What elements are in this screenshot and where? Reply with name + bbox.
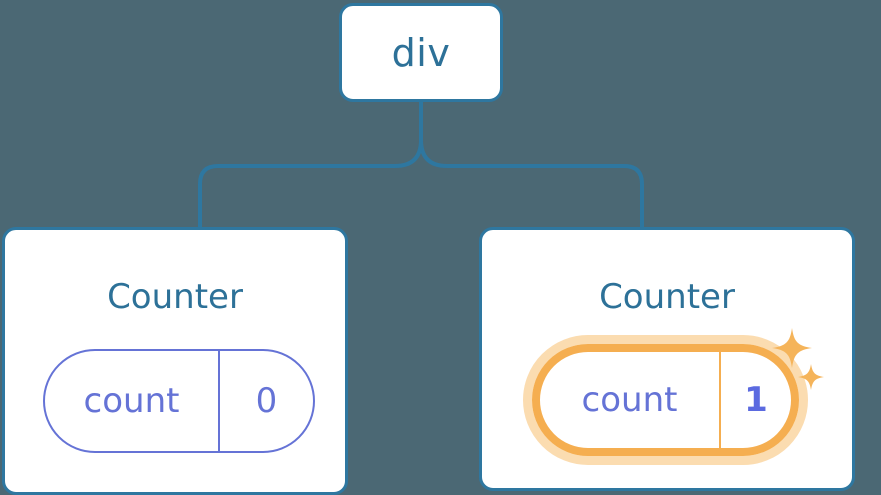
node-counter-left[interactable]: Counter count 0 [2, 227, 348, 495]
state-pill-count-right[interactable]: count 1 [523, 335, 808, 465]
node-counter-right[interactable]: Counter count 1 [479, 227, 855, 491]
node-div-label: div [391, 30, 451, 75]
state-value-label: 0 [255, 381, 278, 421]
highlight-glow [523, 335, 808, 465]
counter-right-title: Counter [599, 277, 735, 317]
node-div[interactable]: div [339, 3, 503, 102]
state-pill-count-left[interactable]: count 0 [43, 349, 315, 453]
state-key-label: count [540, 352, 721, 448]
state-key-label: count [45, 351, 220, 451]
counter-left-title: Counter [107, 277, 243, 317]
state-value-label: 1 [744, 380, 768, 420]
